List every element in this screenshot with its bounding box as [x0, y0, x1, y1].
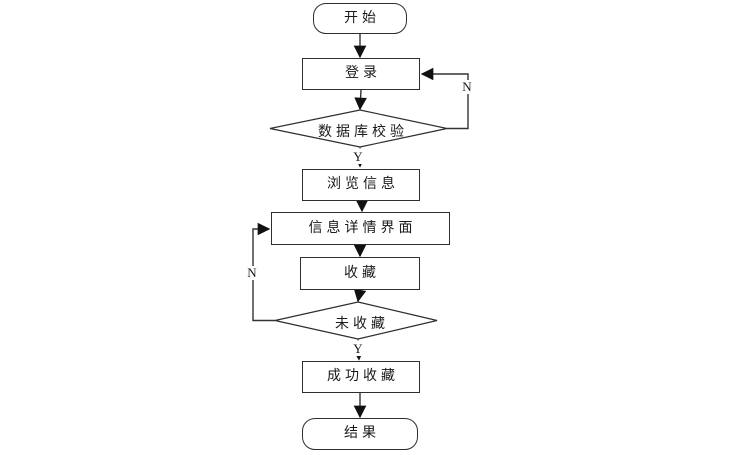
edge-login-dbcheck	[354, 89, 367, 111]
flow-node-start: 开始	[313, 3, 407, 34]
flow-node-collect: 收藏	[300, 257, 420, 290]
flow-node-not-collected-label: 未收藏	[335, 317, 389, 332]
flow-node-login: 登录	[302, 58, 420, 90]
branch-label-db-check-no: N	[459, 80, 475, 94]
flow-node-info-detail: 信息详情界面	[271, 212, 450, 245]
flow-node-result: 结果	[302, 418, 418, 450]
edge-dbcheck-login-no	[420, 67, 469, 130]
flow-node-collect-success: 成功收藏	[302, 361, 420, 393]
edge-collect-notcollected	[353, 288, 367, 303]
branch-label-not-collected-no: N	[244, 266, 260, 280]
flow-node-db-check-label: 数据库校验	[318, 125, 408, 140]
branch-label-db-check-yes: Y	[349, 150, 367, 164]
flow-node-browse-info: 浏览信息	[302, 169, 420, 201]
branch-label-not-collected-yes: Y	[349, 342, 367, 356]
